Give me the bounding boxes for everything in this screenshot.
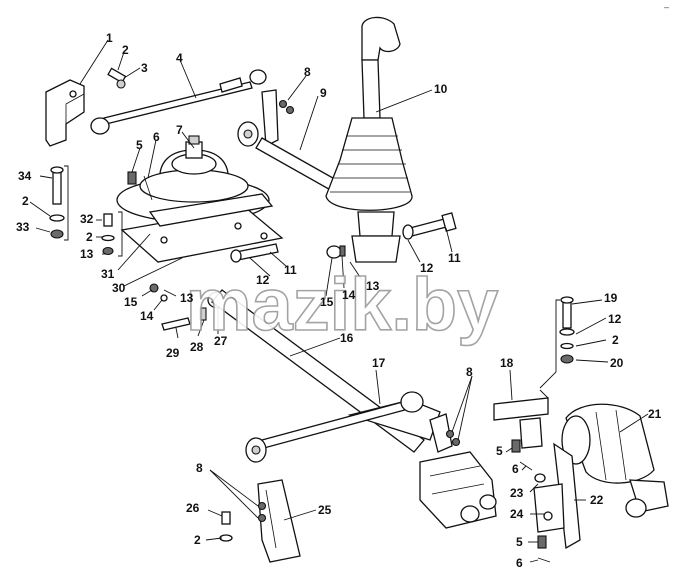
rod-part-4 [90, 69, 267, 135]
leader-lines [29, 39, 649, 563]
callout-21: 21 [648, 407, 662, 421]
callout-18: 18 [500, 356, 514, 370]
bolt-stack-parts-19-12-2-20 [559, 296, 575, 364]
gear-lever-part-10 [325, 16, 413, 263]
callout-31: 31 [101, 267, 115, 281]
callout-27: 27 [214, 334, 228, 348]
callout-5: 5 [496, 444, 503, 458]
callout-22: 22 [590, 493, 604, 507]
callout-13: 13 [180, 291, 194, 305]
bolt-parts-11-12-left [230, 243, 279, 263]
callout-17: 17 [372, 356, 386, 370]
callout-8: 8 [466, 365, 473, 379]
callout-6: 6 [153, 130, 160, 144]
callout-12: 12 [608, 312, 622, 326]
bolt-parts-2-3 [107, 67, 127, 89]
callout-25: 25 [318, 503, 332, 517]
base-plate-parts-30-31 [120, 193, 284, 263]
callout-7: 7 [176, 123, 183, 137]
callout-8: 8 [304, 65, 311, 79]
fastener-set-parts-32-2-13 [101, 213, 115, 256]
callout-12: 12 [420, 261, 434, 275]
callout-12: 12 [256, 273, 270, 287]
callout-19: 19 [604, 291, 618, 305]
plate-part-18 [493, 397, 549, 449]
callout-20: 20 [610, 356, 624, 370]
bolt-stack-parts-34-2-33 [49, 166, 65, 239]
callout-30: 30 [112, 281, 126, 295]
shift-rod-part-9 [237, 89, 341, 193]
callout-5: 5 [516, 535, 523, 549]
lever-bracket-parts-22-23-24 [533, 442, 581, 550]
callout-13: 13 [366, 279, 380, 293]
bolts-part-8-top [278, 99, 295, 115]
callout-8: 8 [196, 461, 203, 475]
bracket-part-25 [257, 479, 301, 563]
rod-part-17 [245, 391, 424, 463]
callout-6: 6 [516, 556, 523, 570]
callout-11: 11 [284, 263, 297, 277]
callout-labels: 1 2 3 4 8 9 10 5 6 7 34 2 33 32 2 13 31 … [16, 31, 662, 570]
callout-9: 9 [320, 86, 327, 100]
callout-4: 4 [176, 51, 183, 65]
center-fasteners-parts-13-14-15 [326, 245, 346, 259]
callout-1: 1 [106, 31, 113, 45]
callout-2: 2 [194, 533, 201, 547]
fasteners-parts-5-6-bottom [537, 535, 551, 563]
callout-3: 3 [141, 61, 148, 75]
callout-29: 29 [166, 346, 180, 360]
callout-11: 11 [448, 251, 461, 265]
callout-2: 2 [86, 230, 93, 244]
watermark-text: mazik.by [186, 263, 499, 346]
callout-32: 32 [80, 212, 94, 226]
callout-28: 28 [190, 340, 204, 354]
callout-26: 26 [186, 501, 200, 515]
callout-5: 5 [136, 138, 143, 152]
gearbox-shift-assembly [419, 413, 497, 529]
callout-15: 15 [320, 295, 334, 309]
callout-16: 16 [340, 331, 354, 345]
bolts-parts-11-12-right [402, 212, 457, 240]
callout-2: 2 [122, 43, 129, 57]
callout-2: 2 [612, 333, 619, 347]
callout-24: 24 [510, 507, 524, 521]
left-fasteners-parts-13-14-15 [149, 283, 168, 302]
callout-23: 23 [510, 486, 524, 500]
callout-34: 34 [18, 169, 32, 183]
bracket-part-1 [45, 79, 85, 147]
parts-drawing [45, 16, 669, 563]
callout-6: 6 [512, 462, 519, 476]
callout-14: 14 [342, 288, 356, 302]
callout-33: 33 [16, 220, 30, 234]
bolt-part-29 [161, 317, 191, 331]
callout-13: 13 [80, 247, 94, 261]
callout-15: 15 [124, 295, 138, 309]
callout-14: 14 [140, 309, 154, 323]
corner-mark: – [664, 2, 669, 12]
callout-10: 10 [434, 82, 448, 96]
callout-2: 2 [22, 194, 29, 208]
